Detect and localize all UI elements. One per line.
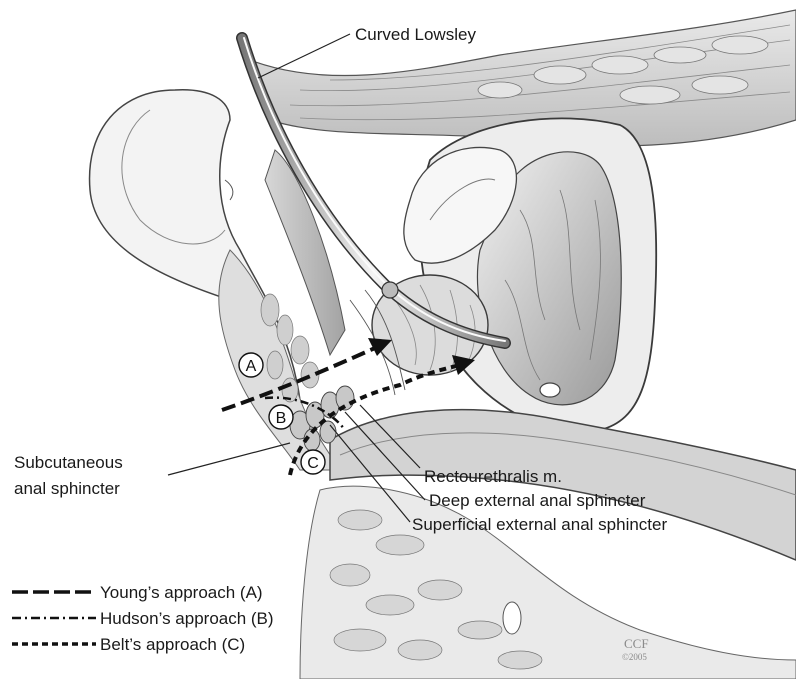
legend-item-belt: Belt’s approach (C)	[12, 635, 245, 654]
marker-c: C	[301, 450, 325, 474]
marker-b: B	[269, 405, 293, 429]
marker-a: A	[239, 353, 263, 377]
label-subcutaneous-line1: Subcutaneous	[14, 453, 123, 472]
legend: Young’s approach (A) Hudson’s approach (…	[12, 583, 274, 654]
watermark-year: ©2005	[622, 652, 647, 662]
legend-label-young: Young’s approach (A)	[100, 583, 263, 602]
label-superficial-external: Superficial external anal sphincter	[412, 515, 667, 534]
legend-label-belt: Belt’s approach (C)	[100, 635, 245, 654]
marker-c-label: C	[307, 455, 319, 472]
watermark-ccf: CCF	[624, 636, 649, 651]
marker-a-label: A	[246, 358, 257, 375]
marker-b-label: B	[276, 410, 287, 427]
legend-item-young: Young’s approach (A)	[12, 583, 263, 602]
leader-subcutaneous	[168, 443, 290, 475]
anatomy-illustration	[90, 10, 796, 679]
label-curved-lowsley: Curved Lowsley	[355, 25, 476, 44]
label-deep-external: Deep external anal sphincter	[429, 491, 646, 510]
label-rectourethralis: Rectourethralis m.	[424, 467, 562, 486]
leader-curved-lowsley	[258, 34, 350, 78]
legend-item-hudson: Hudson’s approach (B)	[12, 609, 274, 628]
legend-label-hudson: Hudson’s approach (B)	[100, 609, 274, 628]
label-subcutaneous-line2: anal sphincter	[14, 479, 120, 498]
